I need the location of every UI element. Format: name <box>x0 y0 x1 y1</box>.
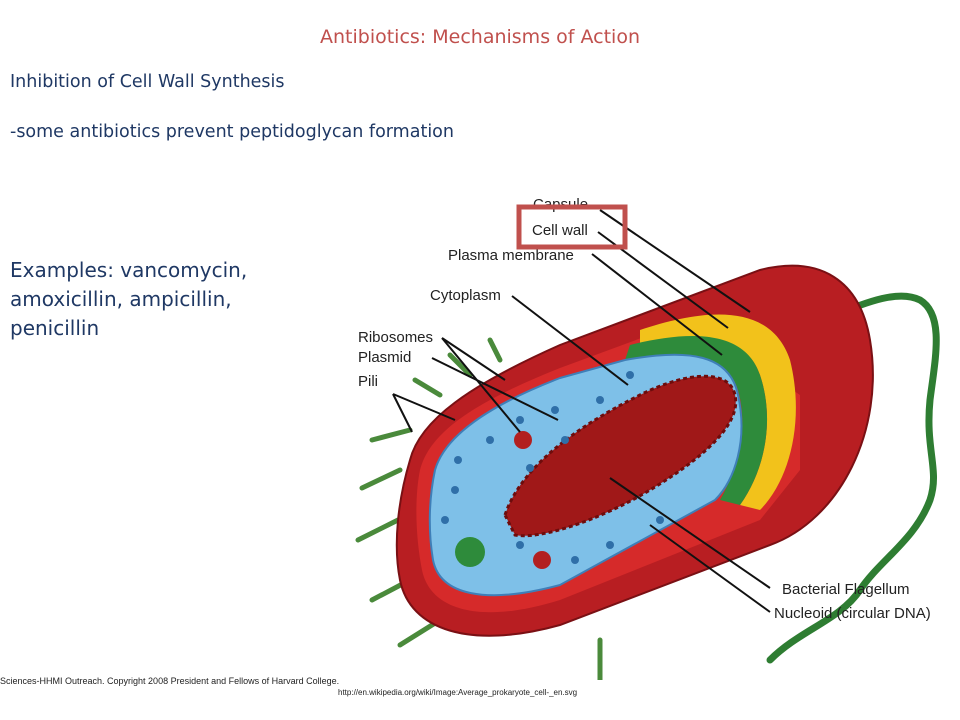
source-url[interactable]: http://en.wikipedia.org/wiki/Image:Avera… <box>338 688 578 697</box>
examples-text: Examples: vancomycin, amoxicillin, ampic… <box>10 256 310 343</box>
flagellum-shape <box>766 292 940 664</box>
label-pili: Pili <box>358 373 378 390</box>
membrane-ring-green <box>625 336 768 505</box>
label-cell-wall: Cell wall <box>532 222 588 239</box>
examples-line-3: penicillin <box>10 316 100 340</box>
label-plasmid: Plasmid <box>358 349 411 366</box>
granule <box>455 537 485 567</box>
plasmid-1 <box>514 431 532 449</box>
label-flagellum: Bacterial Flagellum <box>782 581 910 598</box>
slide-title: Antibiotics: Mechanisms of Action <box>320 26 640 48</box>
ribosomes-group <box>441 371 664 564</box>
section-heading: Inhibition of Cell Wall Synthesis <box>10 72 285 92</box>
plasmid-2 <box>533 551 551 569</box>
bullet-text: -some antibiotics prevent peptidoglycan … <box>10 122 454 142</box>
nucleoid-shape <box>503 374 738 538</box>
prokaryote-cell-diagram: Capsule Cell wall Plasma membrane Cytopl… <box>355 196 940 680</box>
label-nucleoid: Nucleoid (circular DNA) <box>774 605 931 622</box>
wall-ring-yellow <box>640 314 796 510</box>
label-cytoplasm: Cytoplasm <box>430 287 501 304</box>
label-ribosomes: Ribosomes <box>358 329 433 346</box>
image-credit: Sciences-HHMI Outreach. Copyright 2008 P… <box>0 676 340 686</box>
label-plasma-membrane: Plasma membrane <box>448 247 574 264</box>
examples-line-1: Examples: vancomycin, <box>10 258 248 282</box>
examples-line-2: amoxicillin, ampicillin, <box>10 287 232 311</box>
cell-wall-highlight-box <box>516 204 628 250</box>
pili-group <box>355 337 603 680</box>
